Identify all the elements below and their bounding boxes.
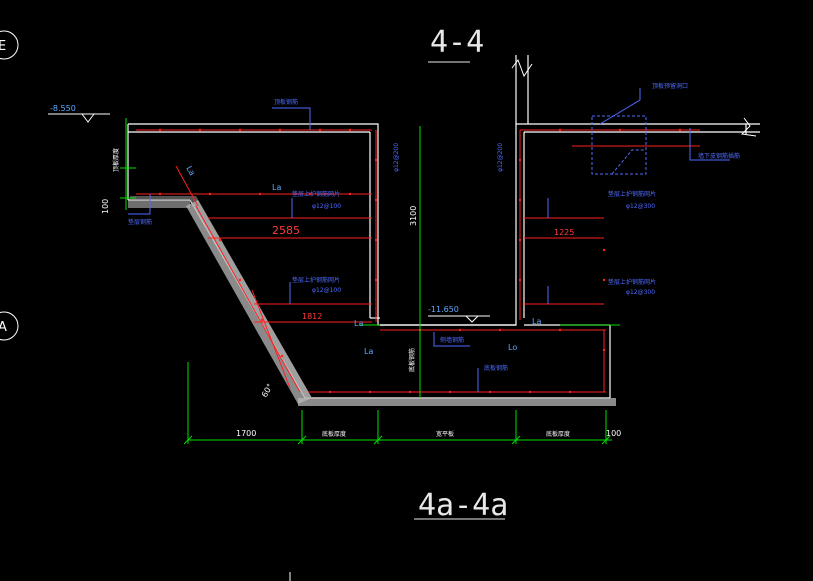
label-rebar-beam-2: 垫层上护钢筋网片 (292, 276, 340, 284)
bedding-hatch (128, 196, 616, 406)
label-rebar-top-left: 顶板钢筋 (274, 98, 298, 106)
label-lo-1: Lo (508, 343, 517, 352)
section-title-bottom: 4a-4a (418, 488, 508, 523)
dim-bottom-left: 1700 (236, 429, 256, 438)
label-rebar-v: 底板钢筋 (408, 348, 416, 372)
dim-rebar-span-3: 1225 (554, 228, 574, 237)
label-bedding: 垫层钢筋 (128, 218, 152, 226)
grid-bubble-a: A (0, 311, 19, 341)
elevation-marker-top (48, 113, 110, 123)
label-rebar-spec-r2: φ12@300 (626, 289, 655, 296)
label-rebar-mid: 侧墙钢筋 (440, 336, 464, 344)
label-rebar-wall-left: φ12@200 (393, 143, 400, 172)
label-la-1: La (184, 165, 197, 178)
dim-left-height: 顶板厚度 (112, 148, 120, 172)
label-la-4: La (364, 347, 373, 356)
grid-bubble-e: E (0, 30, 19, 60)
label-rebar-spec-1: φ12@100 (312, 203, 341, 210)
dim-inner-height: 3100 (409, 206, 418, 226)
leader-lines (128, 88, 730, 392)
dim-bottom-right: 100 (606, 429, 621, 438)
svg-text:E: E (0, 39, 6, 54)
section-title-top: 4-4 (430, 25, 484, 60)
dim-left-side: 100 (101, 199, 110, 214)
dim-bottom-mid1: 底板厚度 (322, 430, 346, 438)
dimension-ticks (183, 435, 611, 445)
break-symbols (511, 58, 757, 137)
dim-rebar-span-1: 2585 (272, 224, 300, 237)
label-la-3: La (354, 319, 363, 328)
label-note-tr: 顶板预留洞口 (652, 82, 688, 90)
label-la-2: La (272, 183, 281, 192)
dim-bottom-mid3: 底板厚度 (546, 430, 570, 438)
label-la-5: La (532, 317, 541, 326)
label-rebar-beam-1: 垫层上护钢筋网片 (292, 190, 340, 198)
elevation-marker-bottom (428, 315, 490, 323)
rebar-lines (136, 129, 700, 393)
structure-outline (127, 55, 760, 399)
dim-rebar-span-2: 1812 (302, 312, 322, 321)
rebar-dots (158, 128, 682, 394)
label-angle: 60° (260, 382, 275, 399)
label-rebar-bottom: 底板钢筋 (484, 364, 508, 372)
label-rebar-right-2: 垫层上护钢筋网片 (608, 278, 656, 286)
dim-bottom-mid2: 宽平板 (436, 430, 454, 438)
label-rebar-spec-r1: φ12@300 (626, 203, 655, 210)
label-rebar-right-1: 垫层上护钢筋网片 (608, 190, 656, 198)
label-note-tr2: 墙下皮钢筋插筋 (698, 152, 740, 160)
svg-text:A: A (0, 320, 7, 335)
elevation-bottom: -11.650 (428, 305, 459, 314)
label-rebar-spec-2: φ12@100 (312, 287, 341, 294)
label-rebar-wall-right: φ12@200 (497, 143, 504, 172)
elevation-top: -8.550 (50, 104, 76, 113)
